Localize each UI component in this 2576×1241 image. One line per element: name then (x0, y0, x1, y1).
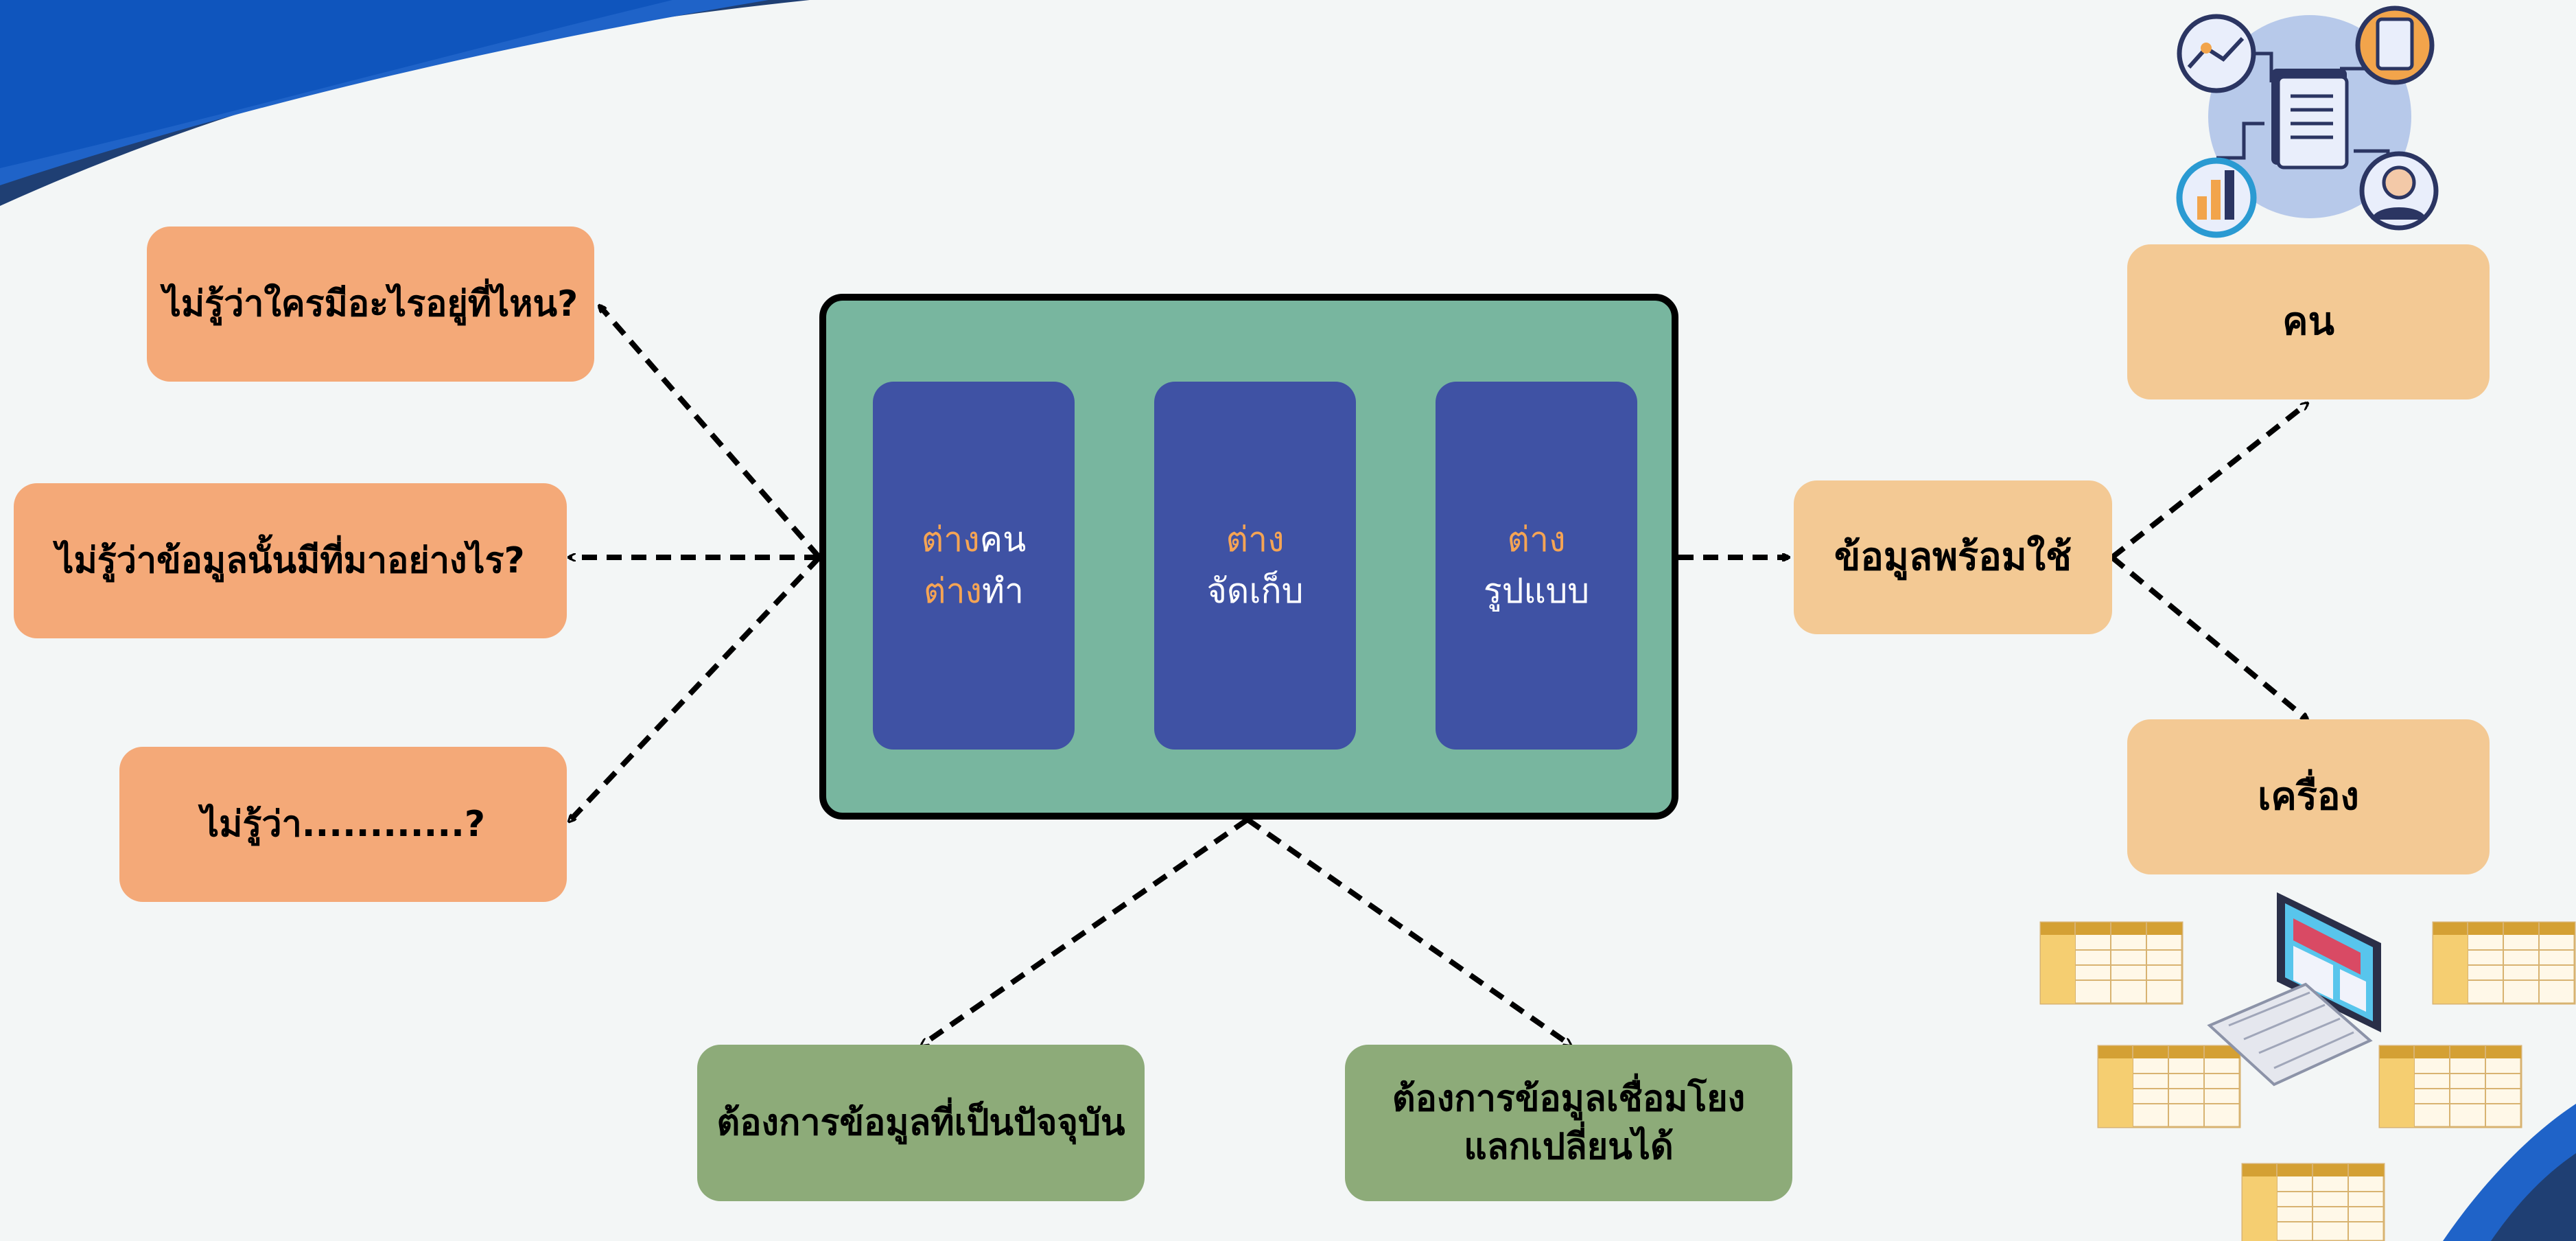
card-different-people: ต่างคน ต่างทำ (873, 382, 1075, 750)
question-text: ไม่รู้ว่า............? (201, 803, 485, 845)
spreadsheet-icon (2097, 1045, 2241, 1128)
people-network-document-icon (2176, 5, 2439, 238)
output-person-box: คน (2127, 244, 2490, 399)
spreadsheet-icon (2432, 921, 2576, 1005)
card-different-storage: ต่าง จัดเก็บ (1154, 382, 1356, 750)
arrow-to-question-1 (600, 306, 822, 559)
need-text-line-1: ต้องการข้อมูลเชื่อมโยง (1392, 1078, 1746, 1120)
arrow-to-question-3 (570, 555, 821, 821)
card-line-2: จัดเก็บ (1206, 571, 1304, 611)
card-different-format: ต่าง รูปแบบ (1436, 382, 1637, 750)
spreadsheet-icon (2039, 921, 2183, 1005)
output-machine-box: เครื่อง (2127, 719, 2490, 874)
card-line-1: ต่าง (1507, 520, 1566, 559)
need-text: ต้องการข้อมูลที่เป็นปัจจุบัน (716, 1102, 1125, 1144)
card-line-1: ต่างคน (921, 520, 1027, 559)
question-box-data-origin: ไม่รู้ว่าข้อมูลนั้นมีที่มาอย่างไร? (14, 483, 567, 638)
computer-icon (2207, 892, 2381, 1087)
card-line-2: รูปแบบ (1483, 571, 1590, 611)
output-machine-text: เครื่อง (2258, 774, 2359, 820)
card-line-1: ต่าง (1226, 520, 1285, 559)
need-current-data-box: ต้องการข้อมูลที่เป็นปัจจุบัน (697, 1045, 1145, 1201)
arrow-to-need-1 (922, 817, 1250, 1045)
arrow-to-person (2110, 404, 2307, 560)
question-text: ไม่รู้ว่าใครมีอะไรอยู่ที่ไหน? (163, 283, 578, 325)
question-box-unknown: ไม่รู้ว่า............? (119, 747, 567, 902)
arrow-to-machine (2110, 555, 2307, 719)
question-text: ไม่รู้ว่าข้อมูลนั้นมีที่มาอย่างไร? (56, 540, 525, 581)
center-problem-panel: ต่างคน ต่างทำ ต่าง จัดเก็บ ต่าง รูปแบบ (819, 294, 1678, 820)
need-text-line-2: แลกเปลี่ยนได้ (1464, 1126, 1674, 1168)
ready-data-text: ข้อมูลพร้อมใช้ (1834, 535, 2072, 580)
card-line-2: ต่างทำ (923, 571, 1024, 611)
spreadsheet-icon (2241, 1163, 2385, 1241)
computer-spreadsheet-icon (2039, 892, 2576, 1241)
spreadsheet-icon (2378, 1045, 2522, 1128)
arrow-to-need-2 (1245, 817, 1570, 1045)
question-box-who-has-what: ไม่รู้ว่าใครมีอะไรอยู่ที่ไหน? (147, 227, 594, 382)
ready-data-box: ข้อมูลพร้อมใช้ (1794, 480, 2112, 634)
need-linked-data-box: ต้องการข้อมูลเชื่อมโยง แลกเปลี่ยนได้ (1345, 1045, 1792, 1201)
output-person-text: คน (2282, 299, 2334, 345)
